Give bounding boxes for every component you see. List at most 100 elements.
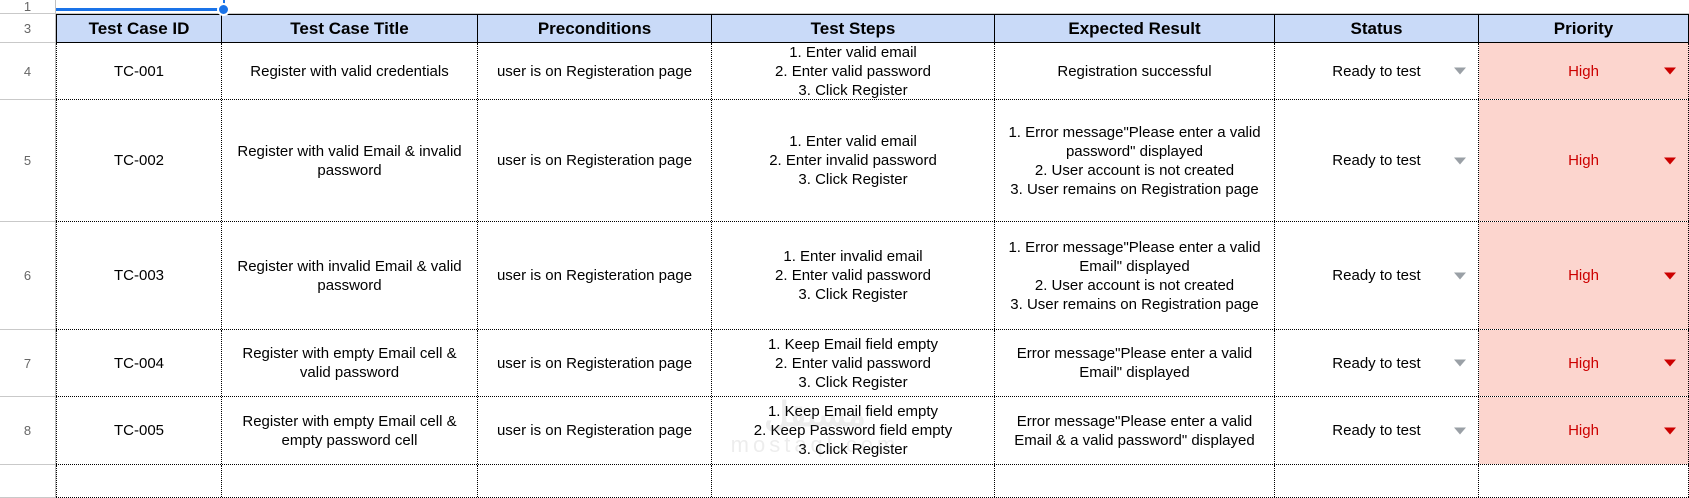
cell-status[interactable]: Ready to test xyxy=(1275,222,1479,329)
cell-expected-result[interactable]: 1. Error message"Please enter a valid Em… xyxy=(995,222,1275,329)
cell-test-case-title-text: Register with valid credentials xyxy=(250,62,449,80)
column-header-id[interactable]: Test Case ID xyxy=(56,15,222,42)
cell-preconditions[interactable]: user is on Registeration page xyxy=(478,330,712,396)
cell-status[interactable]: Ready to test xyxy=(1275,397,1479,464)
column-header-priority[interactable]: Priority xyxy=(1479,15,1689,42)
cell-empty-expected[interactable] xyxy=(995,465,1275,497)
cell-test-case-id-text: TC-002 xyxy=(113,152,165,169)
priority-dropdown-arrow-icon[interactable] xyxy=(1664,427,1676,434)
row-number-3[interactable]: 3 xyxy=(0,14,55,43)
cell-priority[interactable]: High xyxy=(1479,100,1689,221)
row-number-1[interactable]: 1 xyxy=(0,0,55,14)
cell-empty-preconditions[interactable] xyxy=(478,465,712,497)
cell-priority-text: High xyxy=(1568,422,1599,439)
cell-test-steps-text: 1. Enter valid email 2. Enter valid pass… xyxy=(775,43,931,99)
column-header-preconditions-text: Preconditions xyxy=(537,19,652,38)
status-dropdown-arrow-icon[interactable] xyxy=(1454,157,1466,164)
priority-dropdown-arrow-icon[interactable] xyxy=(1664,272,1676,279)
cell-status[interactable]: Ready to test xyxy=(1275,43,1479,99)
cell-test-case-id[interactable]: TC-001 xyxy=(56,43,222,99)
cell-status-text: Ready to test xyxy=(1332,354,1421,372)
cell-test-case-title[interactable]: Register with invalid Email & valid pass… xyxy=(222,222,478,329)
cell-test-steps[interactable]: 1. Enter valid email 2. Enter invalid pa… xyxy=(712,100,995,221)
selection-range-edge xyxy=(56,8,226,11)
status-dropdown-arrow-icon[interactable] xyxy=(1454,427,1466,434)
row-number-4[interactable]: 4 xyxy=(0,43,55,100)
cell-expected-result-text: Error message"Please enter a valid Email… xyxy=(1014,412,1255,449)
cell-test-case-title[interactable]: Register with empty Email cell & empty p… xyxy=(222,397,478,464)
cell-test-case-id[interactable]: TC-005 xyxy=(56,397,222,464)
cell-expected-result[interactable]: 1. Error message"Please enter a valid pa… xyxy=(995,100,1275,221)
row-number-blank[interactable] xyxy=(0,465,55,498)
priority-dropdown-arrow-icon[interactable] xyxy=(1664,67,1676,75)
cell-preconditions[interactable]: user is on Registeration page xyxy=(478,43,712,99)
table-row[interactable]: TC-001 Register with valid credentials use… xyxy=(56,43,1689,100)
column-header-expected-text: Expected Result xyxy=(1068,19,1201,38)
cell-empty-id[interactable] xyxy=(56,465,222,497)
column-header-status[interactable]: Status xyxy=(1275,15,1479,42)
cell-priority[interactable]: High xyxy=(1479,397,1689,464)
row-number-7[interactable]: 7 xyxy=(0,330,55,397)
cell-preconditions-text: user is on Registeration page xyxy=(496,267,693,284)
status-dropdown-arrow-icon[interactable] xyxy=(1454,67,1466,75)
priority-dropdown-arrow-icon[interactable] xyxy=(1664,359,1676,367)
column-header-title[interactable]: Test Case Title xyxy=(222,15,478,42)
cell-status[interactable]: Ready to test xyxy=(1275,330,1479,396)
status-dropdown-arrow-icon[interactable] xyxy=(1454,272,1466,279)
cell-empty-steps[interactable] xyxy=(712,465,995,497)
table-row[interactable]: TC-005 Register with empty Email cell & e… xyxy=(56,397,1689,465)
cell-test-case-id[interactable]: TC-004 xyxy=(56,330,222,396)
cell-test-case-title[interactable]: Register with valid credentials xyxy=(222,43,478,99)
cell-empty-status[interactable] xyxy=(1275,465,1479,497)
cell-test-case-title[interactable]: Register with empty Email cell & valid p… xyxy=(222,330,478,396)
cell-test-case-id[interactable]: TC-003 xyxy=(56,222,222,329)
table-row[interactable]: TC-003 Register with invalid Email & vali… xyxy=(56,222,1689,330)
column-header-expected[interactable]: Expected Result xyxy=(995,15,1275,42)
column-header-steps[interactable]: Test Steps xyxy=(712,15,995,42)
cell-test-steps-text: 1. Keep Email field empty 2. Enter valid… xyxy=(767,335,939,391)
cell-expected-result-text: Error message"Please enter a valid Email… xyxy=(1016,345,1253,381)
cell-expected-result-text: 1. Error message"Please enter a valid Em… xyxy=(1008,238,1261,313)
cell-preconditions[interactable]: user is on Registeration page xyxy=(478,100,712,221)
cell-expected-result-text: Registration successful xyxy=(1057,62,1212,80)
priority-dropdown-arrow-icon[interactable] xyxy=(1664,157,1676,164)
cell-preconditions-text: user is on Registeration page xyxy=(496,422,693,439)
cell-empty-priority[interactable] xyxy=(1479,465,1689,497)
cell-test-steps[interactable]: 1. Enter valid email 2. Enter valid pass… xyxy=(712,43,995,99)
cell-test-case-title-text: Register with invalid Email & valid pass… xyxy=(237,257,462,294)
cell-test-case-title-text: Register with empty Email cell & empty p… xyxy=(242,412,457,449)
cell-preconditions-text: user is on Registeration page xyxy=(496,152,693,169)
status-dropdown-arrow-icon[interactable] xyxy=(1454,359,1466,367)
cell-test-case-title[interactable]: Register with valid Email & invalid pass… xyxy=(222,100,478,221)
sheet-row-1-partial[interactable] xyxy=(56,0,1689,14)
cell-test-steps[interactable]: 1. Keep Email field empty 2. Enter valid… xyxy=(712,330,995,396)
cell-priority-text: High xyxy=(1568,267,1599,284)
cell-expected-result[interactable]: Registration successful xyxy=(995,43,1275,99)
cell-test-case-id-text: TC-003 xyxy=(113,267,165,284)
cell-status-text: Ready to test xyxy=(1332,62,1421,80)
row-number-8[interactable]: 8 xyxy=(0,397,55,465)
cell-priority[interactable]: High xyxy=(1479,222,1689,329)
cell-priority[interactable]: High xyxy=(1479,43,1689,99)
cell-test-steps[interactable]: 1. Keep Email field empty 2. Keep Passwo… xyxy=(712,397,995,464)
cell-empty-title[interactable] xyxy=(222,465,478,497)
selection-range-handle[interactable] xyxy=(217,3,230,16)
row-number-5[interactable]: 5 xyxy=(0,100,55,222)
cell-priority[interactable]: High xyxy=(1479,330,1689,396)
cell-test-case-id[interactable]: TC-002 xyxy=(56,100,222,221)
cell-preconditions[interactable]: user is on Registeration page xyxy=(478,397,712,464)
sheet-row-partial-bottom[interactable] xyxy=(56,465,1689,498)
column-header-preconditions[interactable]: Preconditions xyxy=(478,15,712,42)
table-row[interactable]: TC-002 Register with valid Email & invali… xyxy=(56,100,1689,222)
cell-expected-result[interactable]: Error message"Please enter a valid Email… xyxy=(995,397,1275,464)
cell-status[interactable]: Ready to test xyxy=(1275,100,1479,221)
cell-preconditions[interactable]: user is on Registeration page xyxy=(478,222,712,329)
cell-test-steps[interactable]: 1. Enter invalid email 2. Enter valid pa… xyxy=(712,222,995,329)
row-number-6[interactable]: 6 xyxy=(0,222,55,330)
cell-expected-result[interactable]: Error message"Please enter a valid Email… xyxy=(995,330,1275,396)
